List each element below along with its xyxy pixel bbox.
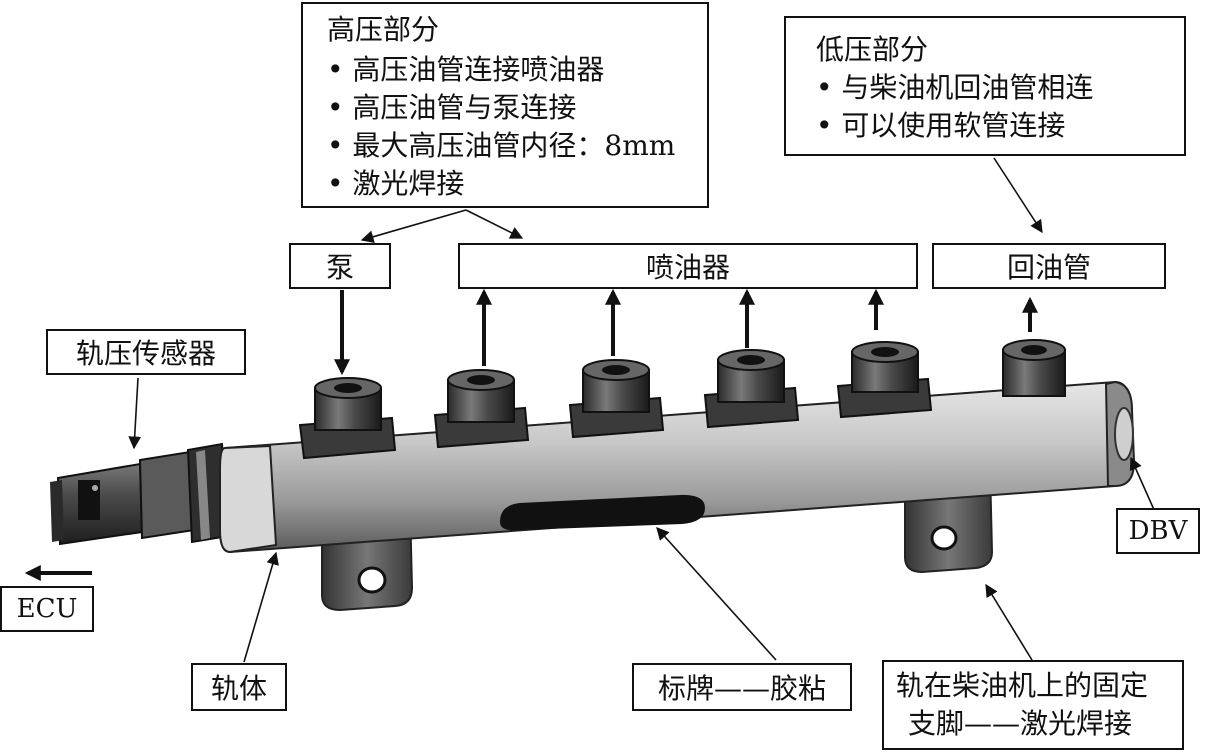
- injector-port-4: [836, 341, 933, 419]
- low-pressure-item-1: • 与柴油机回油管相连: [816, 71, 1094, 104]
- nameplate-shape: [500, 494, 705, 531]
- rail-body-label: 轨体: [210, 672, 267, 705]
- rail-body-label-box: 轨体: [191, 663, 287, 711]
- injector-port-3: [703, 349, 800, 429]
- rail-pressure-sensor-label-box: 轨压传感器: [46, 329, 246, 375]
- high-pressure-item-2: • 高压油管与泵连接: [327, 91, 577, 124]
- low-pressure-box: 低压部分 • 与柴油机回油管相连 • 可以使用软管连接: [784, 16, 1186, 156]
- return-pipe-label-box: 回油管: [932, 243, 1166, 289]
- ecu-label-box: ECU: [0, 586, 94, 632]
- bracket-label-line2: 支脚——激光焊接: [908, 707, 1133, 740]
- injector-port-1: [433, 369, 530, 449]
- injector-label-box: 喷油器: [458, 243, 918, 289]
- bracket-label-box: 轨在柴油机上的固定 支脚——激光焊接: [882, 660, 1184, 750]
- high-pressure-item-1: • 高压油管连接喷油器: [327, 53, 605, 86]
- dbv-label: DBV: [1128, 516, 1188, 546]
- high-pressure-item-4: • 激光焊接: [327, 167, 465, 200]
- rail-tube: [219, 380, 1136, 554]
- high-pressure-box: 高压部分 • 高压油管连接喷油器 • 高压油管与泵连接 • 最大高压油管内径：8…: [301, 2, 709, 208]
- return-port: [1002, 339, 1066, 397]
- low-pressure-title: 低压部分: [816, 33, 929, 66]
- injector-port-2: [568, 359, 665, 439]
- dbv-label-box: DBV: [1116, 508, 1200, 554]
- ecu-label: ECU: [16, 594, 78, 624]
- pump-port: [298, 377, 397, 460]
- nameplate-label: 标牌——胶粘: [657, 672, 826, 705]
- high-pressure-title: 高压部分: [327, 13, 440, 46]
- pump-label: 泵: [325, 251, 354, 284]
- high-pressure-item-3: • 最大高压油管内径：8mm: [327, 129, 676, 162]
- nameplate-label-box: 标牌——胶粘: [632, 663, 852, 711]
- return-pipe-label: 回油管: [1006, 251, 1091, 284]
- rail-pressure-sensor-body: [50, 442, 230, 546]
- low-pressure-item-2: • 可以使用软管连接: [816, 109, 1066, 142]
- leader-arrows: [128, 157, 1156, 663]
- bracket-label-line1: 轨在柴油机上的固定: [896, 669, 1149, 702]
- injector-label: 喷油器: [645, 251, 730, 284]
- flow-arrows: [24, 288, 1038, 581]
- pump-label-box: 泵: [289, 243, 391, 289]
- rail-pressure-sensor-label: 轨压传感器: [75, 337, 216, 370]
